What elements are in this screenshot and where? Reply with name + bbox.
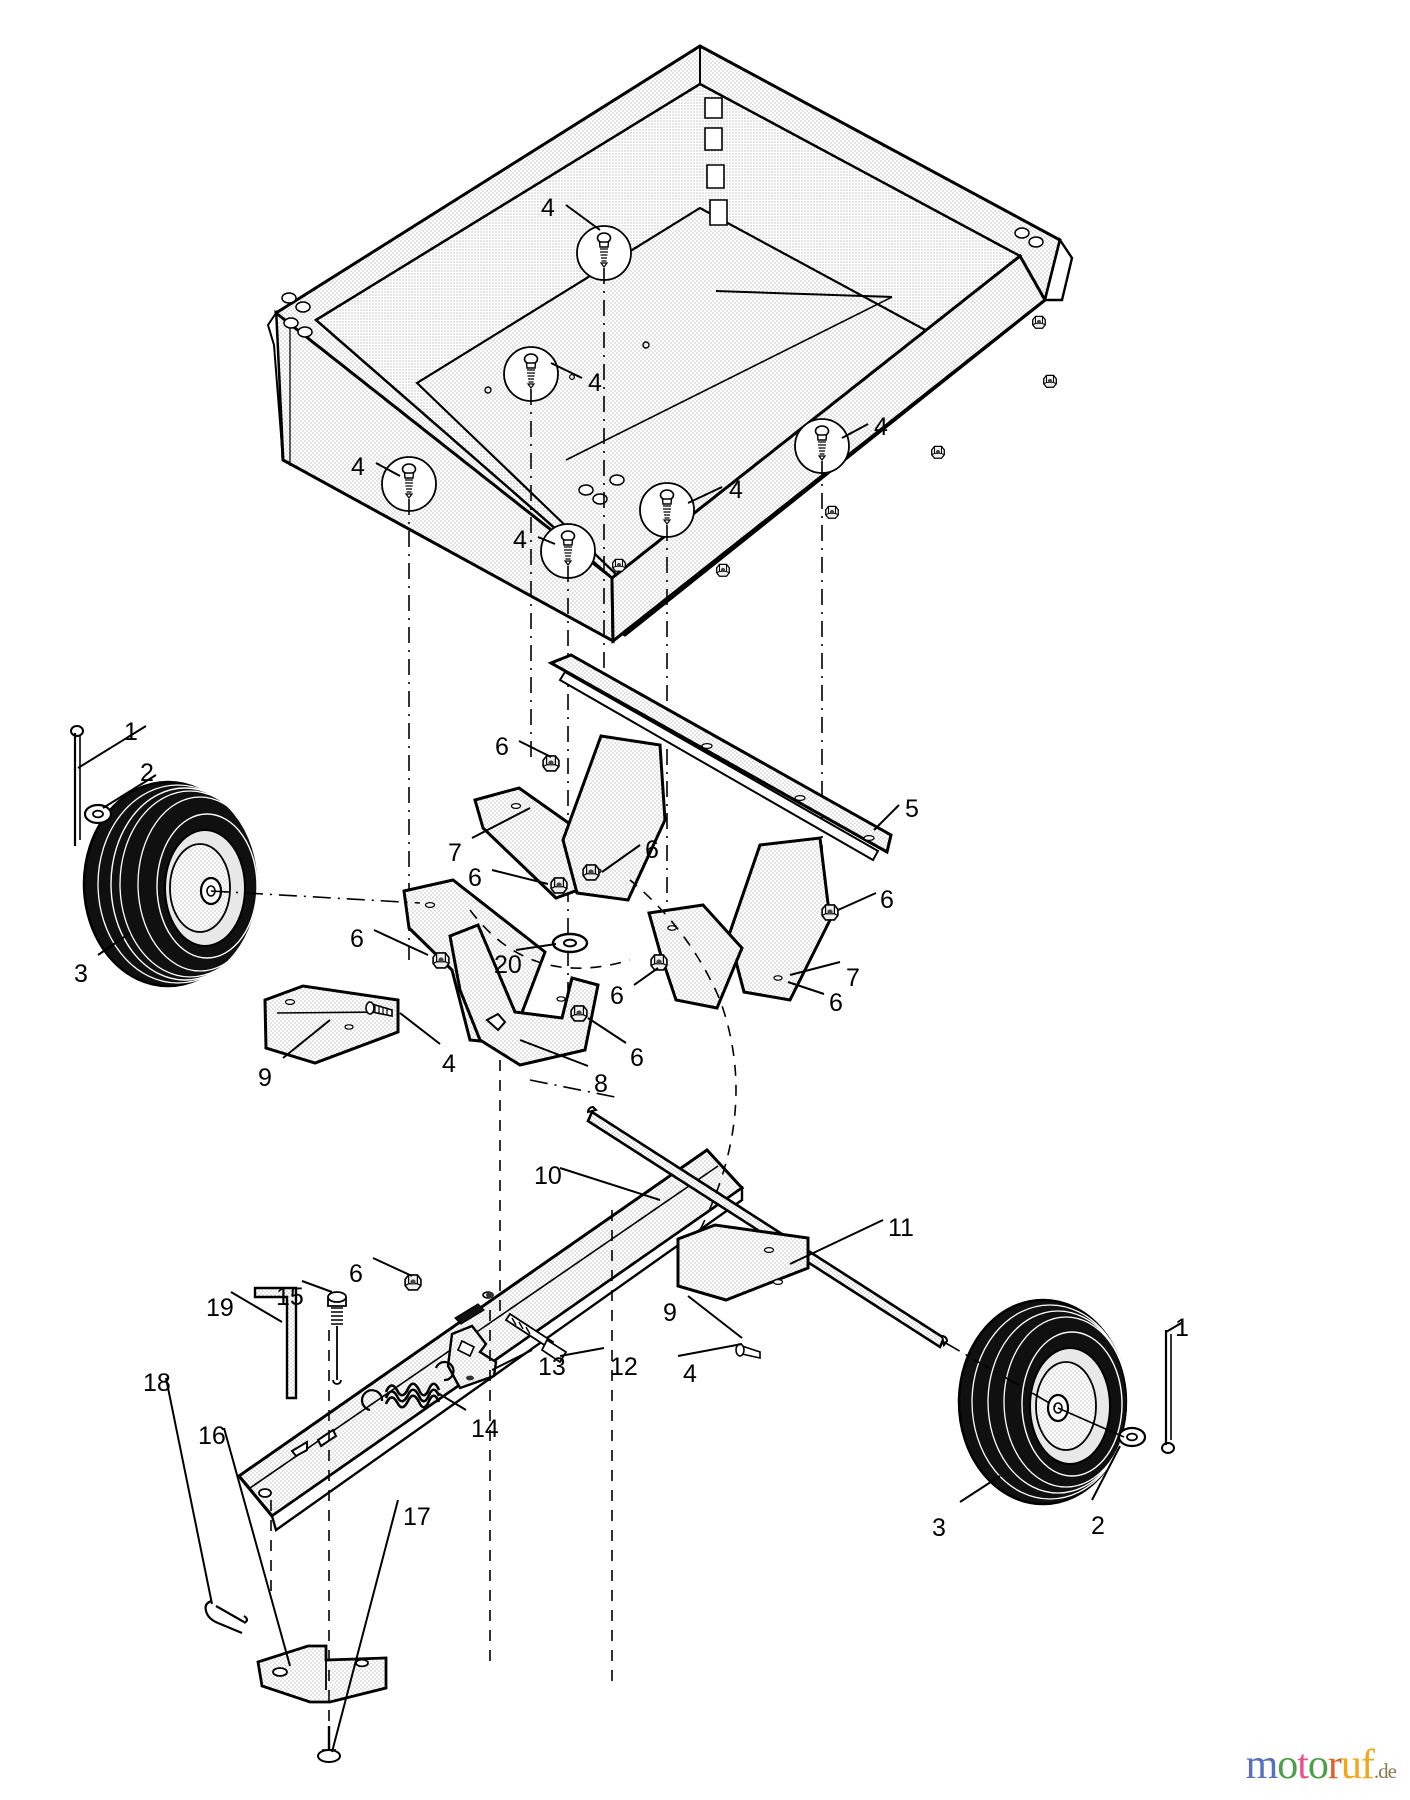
wheel-right <box>957 1298 1129 1506</box>
callout-4-brkt: 4 <box>683 1360 697 1388</box>
callout-6-mid2: 6 <box>468 864 482 892</box>
callout-13-latch: 13 <box>538 1353 566 1381</box>
number-leaders <box>165 740 900 1753</box>
callout-leaders <box>375 204 869 545</box>
wm-letter-u: u <box>1340 1742 1362 1788</box>
callout-6-right: 6 <box>880 886 894 914</box>
callout-17-screw: 17 <box>403 1503 431 1531</box>
callout-1-left: 1 <box>124 718 138 746</box>
lower-assembly-axis <box>270 879 737 1740</box>
latch-bracket <box>446 1324 498 1390</box>
extension-spring <box>360 1360 455 1412</box>
l-handle-rod <box>253 1286 298 1400</box>
callout-4-inner: 4 <box>588 369 602 397</box>
callout-3-left: 3 <box>74 960 88 988</box>
wm-letter-t: t <box>1297 1742 1309 1788</box>
callout-4-right: 4 <box>874 413 888 441</box>
callout-6-left2: 6 <box>350 925 364 953</box>
cotter-pin-left <box>70 725 84 846</box>
watermark-motoruf: motoruf.de <box>1245 1742 1397 1788</box>
channel-brace-right <box>676 1223 810 1302</box>
flat-washer-large <box>551 932 589 954</box>
hairpin-clip <box>204 1599 249 1635</box>
axle-bracket-right <box>727 836 832 1002</box>
wm-letter-m: m <box>1245 1742 1279 1788</box>
callout-4-low: 4 <box>513 526 527 554</box>
axle-bracket-right-outer <box>647 903 744 1010</box>
callout-6-blow: 6 <box>630 1044 644 1072</box>
callout-14-spring: 14 <box>471 1415 499 1443</box>
cotter-pin-right <box>1161 1330 1175 1454</box>
channel-brace-left <box>263 984 400 1065</box>
callout-10-tongue: 10 <box>534 1162 562 1190</box>
wheel-leaders <box>77 725 421 956</box>
flat-washer-left <box>83 803 113 825</box>
callout-4-top: 4 <box>541 194 555 222</box>
hitch-plate <box>256 1644 388 1704</box>
callout-9-right: 9 <box>663 1299 677 1327</box>
callout-11-rod: 11 <box>888 1214 914 1242</box>
callout-2-right: 2 <box>1091 1512 1105 1540</box>
wm-letter-o1: o <box>1277 1742 1298 1788</box>
callout-12-bolt: 12 <box>610 1353 638 1381</box>
hex-head-bolt-15 <box>327 1291 347 1385</box>
callout-1-right: 1 <box>1175 1314 1189 1342</box>
screw-callout-bubbles <box>381 225 850 579</box>
callout-6-rlow: 6 <box>610 982 624 1010</box>
callout-4-front: 4 <box>729 476 743 504</box>
callout-5-axle: 5 <box>905 795 919 823</box>
callout-6-upper: 6 <box>495 733 509 761</box>
cart-box-assembly <box>266 44 1074 645</box>
wm-suffix: .de <box>1373 1759 1397 1783</box>
callout-15-bolt: 15 <box>276 1283 304 1311</box>
callout-4-plate: 4 <box>442 1050 456 1078</box>
wm-letter-f: f <box>1360 1742 1375 1788</box>
callout-6-midc: 6 <box>645 836 659 864</box>
axle-support-bar <box>547 653 893 862</box>
callout-6-rlow2: 6 <box>829 989 843 1017</box>
callout-19-rod: 19 <box>206 1294 234 1322</box>
callout-3-right: 3 <box>932 1514 946 1542</box>
callout-7-left: 7 <box>448 839 462 867</box>
callout-4-left: 4 <box>351 453 365 481</box>
axle-bracket-center <box>561 734 667 902</box>
callout-20-washer: 20 <box>494 951 522 979</box>
wheel-right-leaders <box>943 1321 1184 1503</box>
center-v-bracket <box>448 923 600 1067</box>
callout-18-clip: 18 <box>143 1369 171 1397</box>
callout-9-left: 9 <box>258 1064 272 1092</box>
callout-8-vbrkt: 8 <box>594 1070 608 1098</box>
flat-washer-right <box>1117 1426 1147 1448</box>
callout-6-tongue: 6 <box>349 1260 363 1288</box>
channel-screw-left <box>365 1001 393 1017</box>
wm-letter-r: r <box>1327 1742 1342 1788</box>
callout-16-hitch: 16 <box>198 1422 226 1450</box>
wm-letter-o2: o <box>1307 1742 1329 1788</box>
assembly-axis <box>408 268 823 1000</box>
callout-7-right: 7 <box>846 964 860 992</box>
channel-screw-right <box>735 1343 761 1359</box>
callout-2-left: 2 <box>140 759 154 787</box>
hex-bolt-12 <box>504 1312 568 1364</box>
